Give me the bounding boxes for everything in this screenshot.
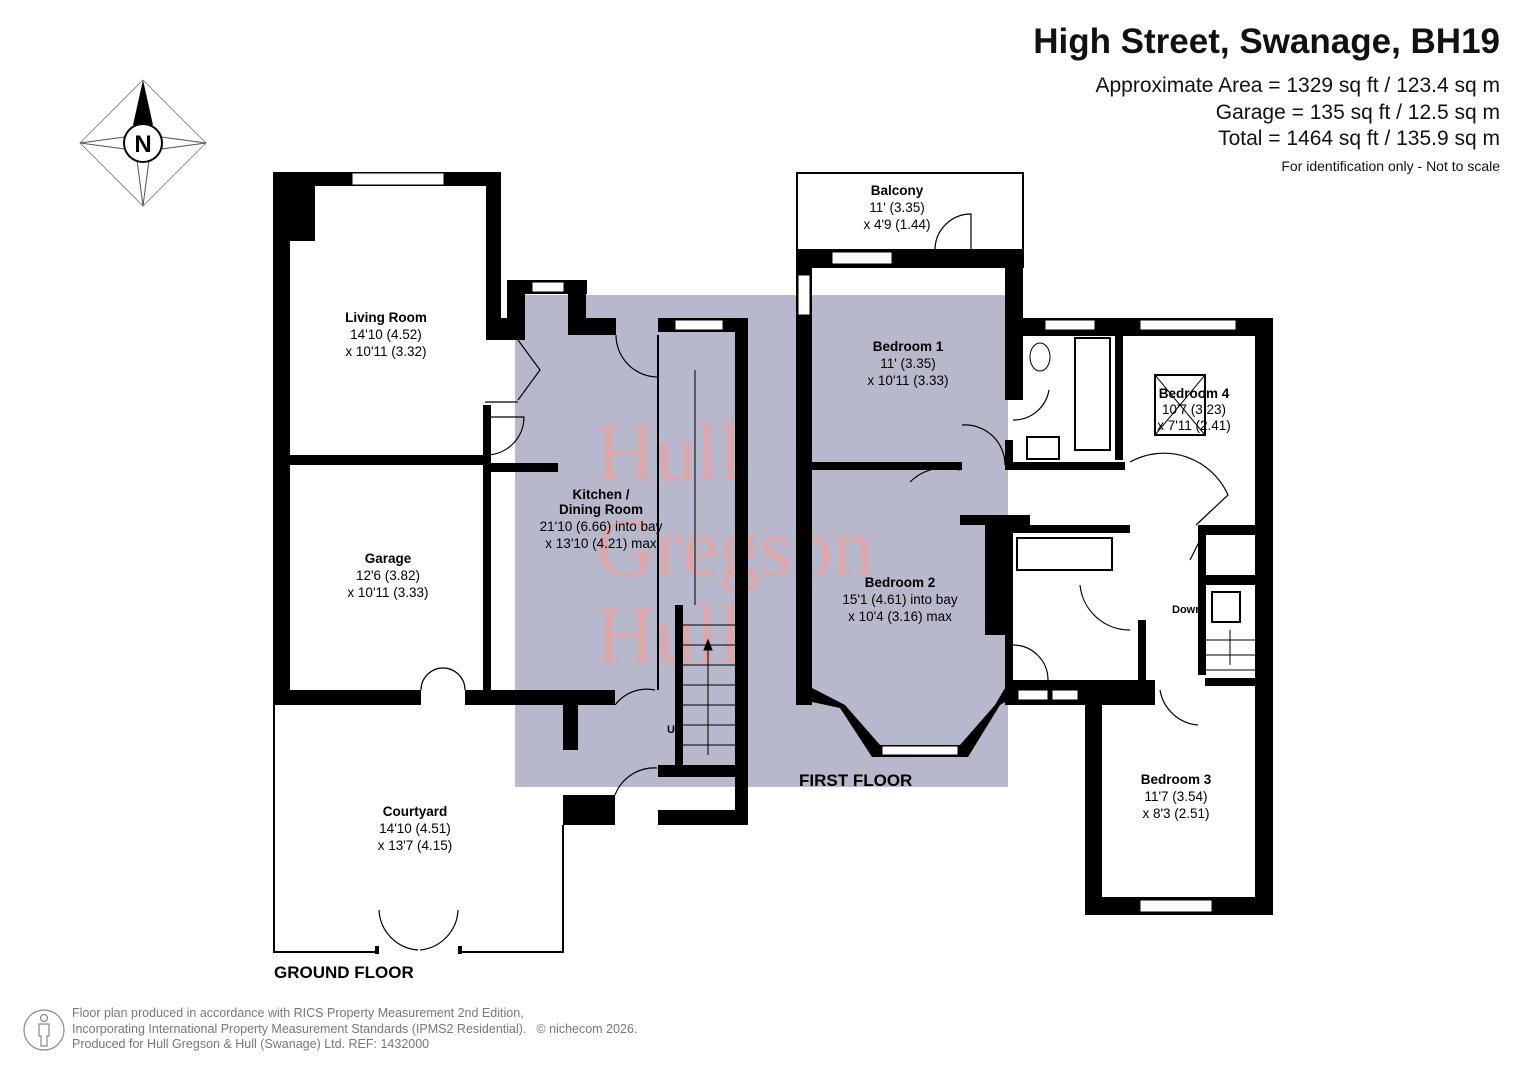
compass-north-icon: N (79, 79, 207, 207)
person-icon (23, 1009, 65, 1051)
copyright: © nichecom 2026. (536, 1021, 638, 1036)
compass-label: N (134, 131, 151, 158)
footer-line-3: Produced for Hull Gregson & Hull (Swanag… (72, 1037, 430, 1051)
first-floor-walls (796, 172, 1273, 915)
ground-floor-walls (273, 172, 748, 954)
stairs-down-label: Down (1172, 604, 1202, 616)
scale-note: For identification only - Not to scale (1281, 158, 1500, 174)
stairs-up-label: Up (667, 724, 682, 736)
garage-area: Garage = 135 sq ft / 12.5 sq m (1215, 101, 1500, 124)
approximate-area: Approximate Area = 1329 sq ft / 123.4 sq… (1095, 74, 1501, 97)
total-area: Total = 1464 sq ft / 135.9 sq m (1218, 127, 1500, 150)
footer: Floor plan produced in accordance with R… (72, 1006, 637, 1053)
first-floor-label: FIRST FLOOR (799, 771, 912, 790)
footer-line-1: Floor plan produced in accordance with R… (72, 1006, 524, 1020)
footer-line-2: Incorporating International Property Mea… (72, 1021, 527, 1036)
ground-floor-label: GROUND FLOOR (274, 963, 414, 982)
watermark-logo (590, 400, 950, 680)
property-title: High Street, Swanage, BH19 (1033, 22, 1500, 61)
